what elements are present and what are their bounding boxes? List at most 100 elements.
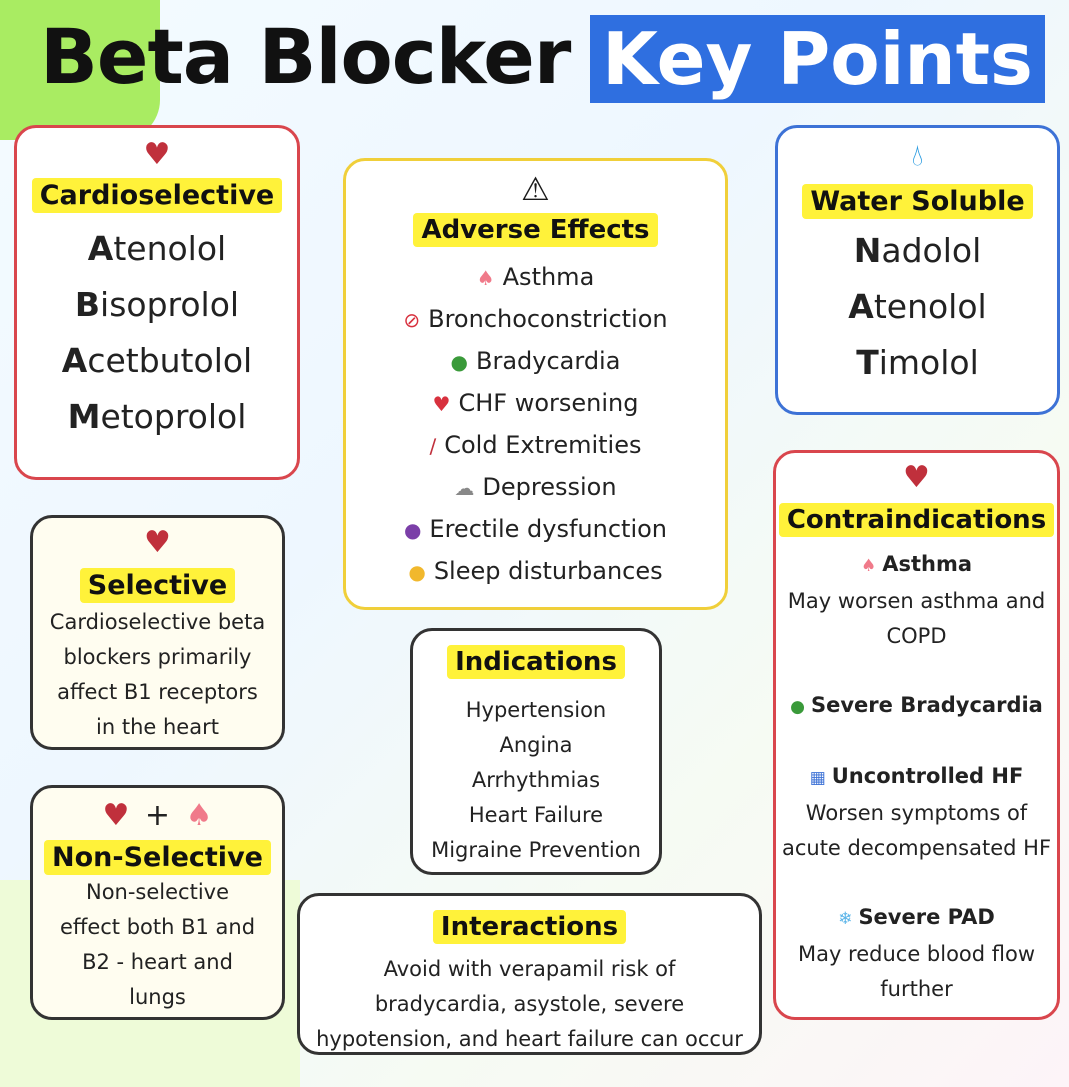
drug-rest: tenolol	[113, 229, 227, 268]
card-heading: Cardioselective	[31, 178, 283, 213]
adverse-effect-item: ♥ CHF worsening	[403, 383, 667, 425]
drug-initial: N	[853, 231, 882, 270]
card-heading: Adverse Effects	[413, 213, 658, 247]
text-line: lungs	[129, 985, 186, 1009]
text-line: hypotension, and heart failure can occur	[316, 1027, 743, 1051]
adverse-effect-item: ∕ Cold Extremities	[403, 425, 667, 467]
lungs-icon: ♠	[185, 798, 213, 833]
contraindication-label: Uncontrolled HF	[831, 764, 1024, 788]
adverse-effect-label: Asthma	[502, 263, 595, 291]
adverse-effects-card: ⚠ Adverse Effects ♠ Asthma ⊘ Bronchoconstri…	[343, 158, 728, 610]
text-line: Non-selective	[85, 880, 230, 904]
drug-name: Acetbutolol	[62, 333, 252, 389]
adverse-effect-label: Depression	[482, 473, 617, 501]
contraindication-text: acute decompensated HF	[781, 836, 1052, 860]
text-line: affect B1 receptors	[57, 680, 258, 704]
adverse-effect-item: ●Erectile dysfunction	[403, 509, 667, 551]
snowflake-icon: ❄	[838, 909, 853, 929]
text-line: effect both B1 and	[59, 915, 256, 939]
drug-rest: tenolol	[873, 287, 987, 326]
droplet-icon: 💧︎	[911, 138, 924, 173]
text-line: Arrhythmias	[471, 768, 601, 792]
contraindication-text: COPD	[886, 624, 947, 648]
cloud-icon: ☁	[454, 476, 475, 500]
turtle-icon: ●	[450, 350, 468, 374]
drug-initial: A	[61, 341, 88, 380]
text-line: bradycardia, asystole, severe	[374, 992, 685, 1016]
adverse-effect-item: ● Bradycardia	[403, 341, 667, 383]
broken-heart-icon: ♥	[432, 392, 451, 416]
sleeping-face-icon: ●	[408, 560, 426, 584]
drug-initial: T	[856, 343, 879, 382]
text-line: Cardioselective beta	[49, 610, 266, 634]
drug-initial: A	[87, 229, 114, 268]
contraindication-title: ● Severe Bradycardia	[782, 688, 1051, 725]
card-heading: Non-Selective	[44, 840, 271, 875]
text-line: Angina	[499, 733, 573, 757]
contraindication-label: Severe Bradycardia	[811, 693, 1043, 717]
lungs-icon: ♠	[860, 556, 877, 576]
drug-rest: etoprolol	[100, 397, 247, 436]
text-line: Migraine Prevention	[431, 838, 641, 862]
warning-icon: ⚠	[521, 170, 550, 208]
heart-icon: ♥	[102, 798, 130, 833]
text-line: in the heart	[96, 715, 219, 739]
adverse-effect-label: Bronchoconstriction	[428, 305, 668, 333]
adverse-effect-label: Sleep disturbances	[433, 557, 663, 585]
plus-sign: +	[144, 798, 171, 833]
adverse-effect-item: ♠ Asthma	[403, 257, 667, 299]
adverse-effect-item: ⊘ Bronchoconstriction	[403, 299, 667, 341]
heart-icon: ♥	[903, 460, 930, 495]
drug-rest: isoprolol	[100, 285, 240, 324]
drug-name: Atenolol	[848, 279, 986, 335]
contraindication-label: Severe PAD	[858, 905, 995, 929]
adverse-effect-label: Erectile dysfunction	[429, 515, 668, 543]
contraindication-title: ▦Uncontrolled HF	[782, 759, 1051, 796]
drug-name: Atenolol	[62, 221, 252, 277]
drug-rest: cetbutolol	[87, 341, 253, 380]
heart-icon: ♥	[144, 525, 171, 560]
drug-name: Metoprolol	[62, 389, 252, 445]
drug-initial: M	[67, 397, 101, 436]
drug-name: Nadolol	[848, 223, 986, 279]
contraindication-title: ♠Asthma	[782, 547, 1051, 584]
drug-initial: A	[848, 287, 874, 326]
card-heading: Contraindications	[778, 503, 1055, 537]
interactions-card: Interactions Avoid with verapamil risk o…	[297, 893, 762, 1055]
contraindication-label: Asthma	[882, 552, 973, 576]
contraindication-text: Worsen symptoms of	[805, 801, 1028, 825]
adverse-effect-item: ● Sleep disturbances	[403, 551, 667, 593]
adverse-effect-label: CHF worsening	[458, 389, 639, 417]
text-line: Hypertension	[465, 698, 607, 722]
drug-name: Timolol	[848, 335, 986, 391]
text-line: blockers primarily	[63, 645, 252, 669]
adverse-effect-label: Bradycardia	[476, 347, 621, 375]
drug-rest: adolol	[881, 231, 982, 270]
contraindication-text: further	[880, 977, 953, 1001]
adverse-effect-label: Cold Extremities	[444, 431, 642, 459]
card-heading: Selective	[79, 568, 236, 603]
non-selective-card: ♥ + ♠ Non-Selective Non-selective effect …	[30, 785, 285, 1020]
page-title: Beta Blocker	[40, 12, 571, 101]
drug-initial: B	[74, 285, 101, 324]
thermometer-icon: ∕	[429, 434, 437, 458]
text-line: B2 - heart and	[82, 950, 233, 974]
selective-card: ♥ Selective Cardioselective beta blockers…	[30, 515, 285, 750]
card-heading: Interactions	[432, 910, 627, 944]
card-heading: Water Soluble	[802, 184, 1033, 219]
contraindication-text: May worsen asthma and	[787, 589, 1046, 613]
contraindication-text: May reduce blood flow	[797, 942, 1036, 966]
hospital-icon: ▦	[809, 768, 826, 788]
contraindication-title: ❄Severe PAD	[782, 900, 1051, 937]
prohibited-icon: ⊘	[403, 308, 421, 332]
lungs-icon: ♠	[476, 266, 495, 290]
page-title-highlight: Key Points	[590, 15, 1045, 103]
card-heading: Indications	[447, 645, 625, 679]
adverse-effect-item: ☁ Depression	[403, 467, 667, 509]
drug-rest: imolol	[878, 343, 979, 382]
turtle-icon: ●	[790, 697, 805, 717]
